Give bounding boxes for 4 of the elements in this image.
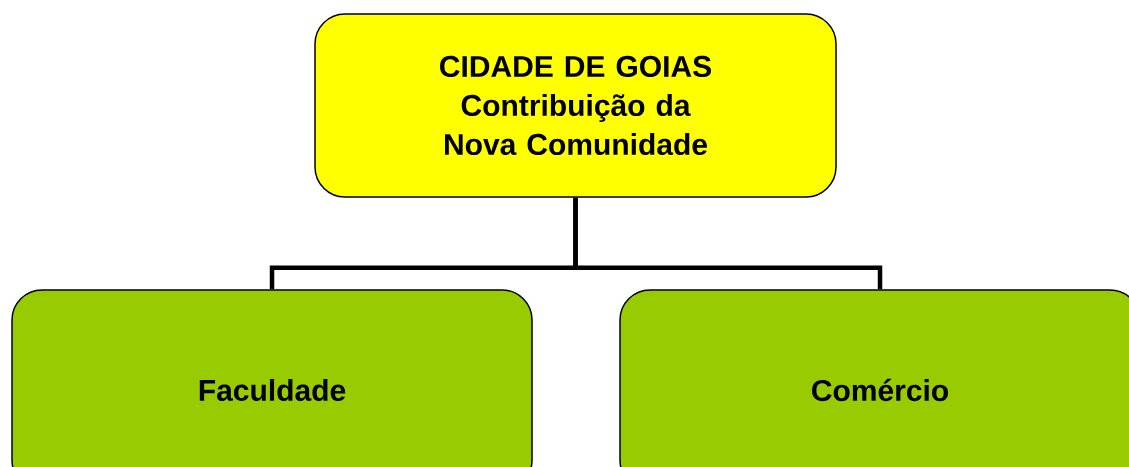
- connector-line: [573, 197, 883, 290]
- process-box: Comércio: [619, 289, 1129, 467]
- process-box: CIDADE DE GOIAS Contribuição da Nova Comunidade: [314, 13, 837, 198]
- process-box: Faculdade: [11, 289, 533, 467]
